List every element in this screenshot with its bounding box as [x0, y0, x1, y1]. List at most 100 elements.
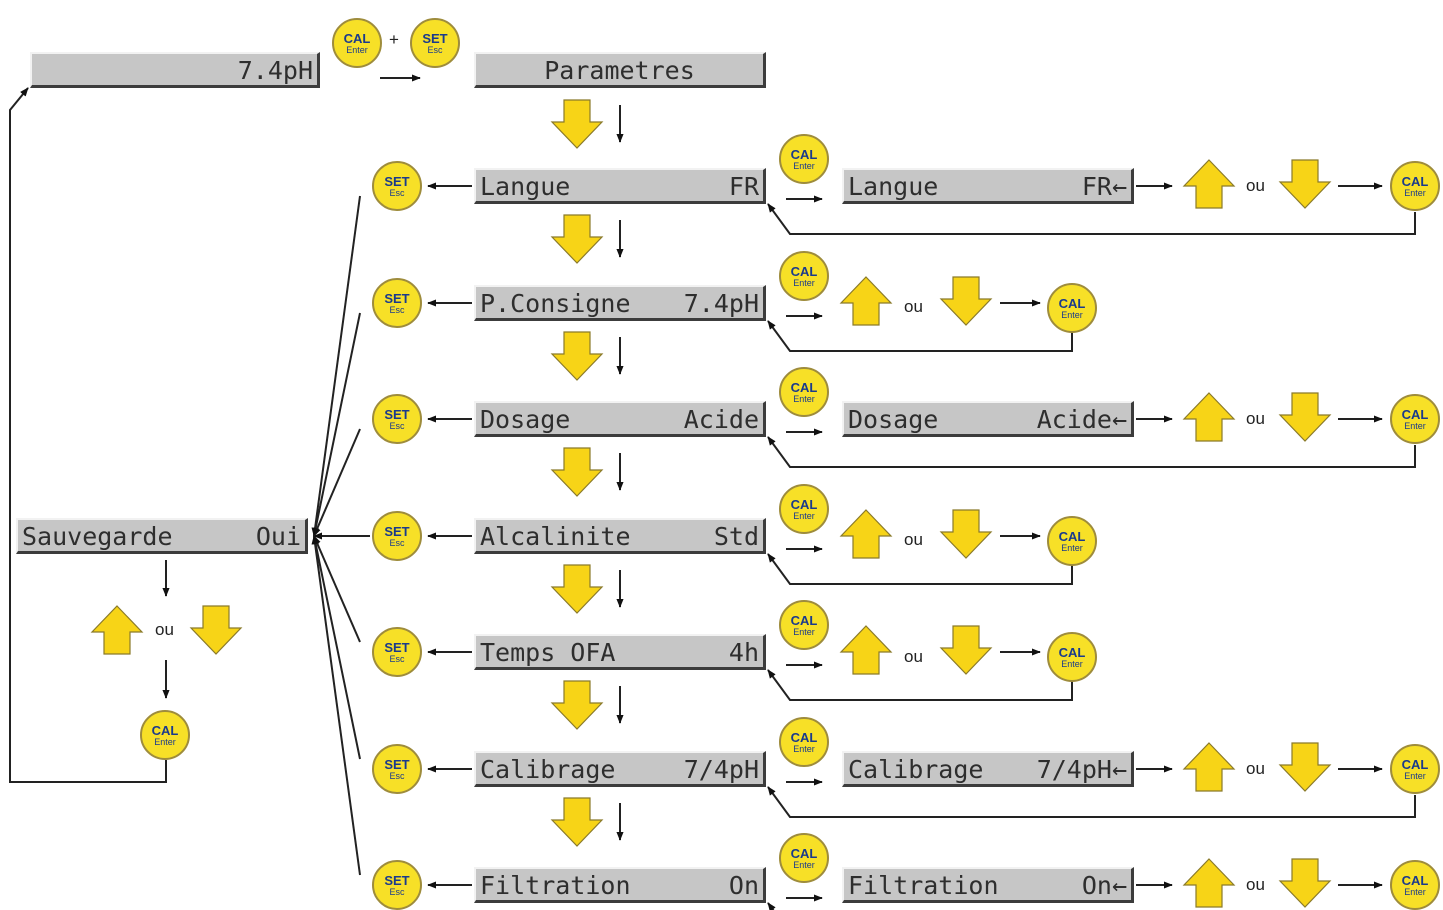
cal-label: CAL — [1401, 872, 1429, 888]
esc-label: Esc — [389, 770, 405, 781]
set-label: SET — [384, 756, 410, 772]
set-label: SET — [384, 639, 410, 655]
enter-label: Enter — [793, 510, 815, 521]
enter-label: Enter — [1404, 187, 1426, 198]
down-arrow-icon — [550, 564, 604, 614]
up-arrow-icon — [839, 625, 893, 675]
enter-label: Enter — [1404, 886, 1426, 897]
enter-label: Enter — [793, 743, 815, 754]
or-label: ou — [155, 620, 174, 639]
down-arrow-icon — [550, 447, 604, 497]
save-line — [312, 312, 361, 537]
cal-label: CAL — [1401, 173, 1429, 189]
down-arrow-icon — [939, 276, 993, 326]
menu-label: Langue — [480, 172, 571, 201]
edit-label: Calibrage — [848, 755, 984, 784]
up-arrow-icon — [839, 509, 893, 559]
menu-value: FR — [728, 172, 759, 201]
edit-value: Acide← — [1036, 405, 1127, 434]
edit-value: 7/4pH← — [1036, 755, 1127, 784]
edit-calibrage: Calibrage 7/4pH← — [842, 751, 1134, 787]
menu-value: Std — [713, 522, 759, 551]
save-line — [312, 535, 361, 760]
save-line — [313, 428, 361, 537]
down-arrow-icon — [1278, 742, 1332, 792]
cal-label: CAL — [151, 722, 179, 738]
set-label: SET — [384, 523, 410, 539]
esc-label: Esc — [389, 886, 405, 897]
edit-dosage: Dosage Acide← — [842, 401, 1134, 437]
navigation-arrows — [90, 99, 1332, 908]
cal-label: CAL — [790, 379, 818, 395]
set-label: SET — [384, 173, 410, 189]
or-label: ou — [904, 647, 923, 666]
main-display: 7.4pH — [30, 52, 320, 88]
return-line — [9, 87, 167, 783]
menu-langue: Langue FR — [474, 168, 766, 204]
menu-label: Dosage — [480, 405, 571, 434]
menu-value: 7/4pH — [683, 755, 759, 784]
menu-value: 7.4pH — [683, 289, 759, 318]
or-label: ou — [1246, 176, 1265, 195]
cal-label: CAL — [790, 729, 818, 745]
menu-value: Acide — [683, 405, 759, 434]
sauvegarde-value: Oui — [255, 522, 301, 551]
down-arrow-icon — [550, 680, 604, 730]
cal-label: CAL — [1058, 295, 1086, 311]
down-arrow-icon — [550, 331, 604, 381]
enter-label: Enter — [793, 393, 815, 404]
down-arrow-icon — [550, 797, 604, 847]
menu-label: Temps OFA — [480, 638, 616, 667]
save-line — [311, 195, 361, 537]
return-line — [767, 902, 776, 910]
connector-lines — [9, 74, 1416, 910]
cal-label: CAL — [1401, 406, 1429, 422]
enter-label: Enter — [793, 277, 815, 288]
cal-label: CAL — [790, 263, 818, 279]
or-label: ou — [1246, 759, 1265, 778]
up-arrow-icon — [1182, 159, 1236, 209]
or-label: ou — [904, 297, 923, 316]
esc-label: Esc — [389, 420, 405, 431]
enter-label: Enter — [346, 44, 368, 55]
up-arrow-icon — [1182, 858, 1236, 908]
up-arrow-icon — [839, 276, 893, 326]
menu-label: Calibrage — [480, 755, 616, 784]
up-arrow-icon — [1182, 392, 1236, 442]
menu-alcalinite: Alcalinite Std — [474, 518, 766, 554]
return-line — [767, 786, 1416, 818]
enter-label: Enter — [1061, 658, 1083, 669]
set-label: SET — [384, 290, 410, 306]
down-arrow-icon — [1278, 159, 1332, 209]
edit-label: Dosage — [848, 405, 939, 434]
enter-label: Enter — [793, 626, 815, 637]
menu-label: Alcalinite — [480, 522, 631, 551]
